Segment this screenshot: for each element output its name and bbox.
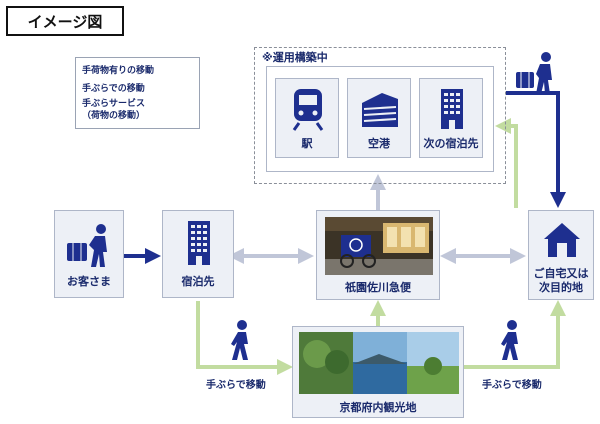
facility-station: 駅	[275, 78, 339, 158]
node-gion-sagawa: 祇園佐川急便	[316, 210, 440, 300]
airport-building-icon	[362, 93, 398, 127]
node-gion-sagawa-label: 祇園佐川急便	[345, 281, 411, 294]
traveler-with-luggage-icon	[516, 52, 552, 94]
facility-airport: 空港	[347, 78, 411, 158]
house-icon	[544, 223, 580, 257]
walking-person-icon	[231, 320, 248, 360]
node-home-label-line1: ご自宅又は	[533, 267, 589, 280]
facility-next-lodging-label: 次の宿泊先	[423, 137, 479, 150]
edge-label-walk-left: 手ぶらで移動	[206, 380, 266, 391]
facility-airport-label: 空港	[368, 137, 390, 150]
legend-item-service-note: （荷物の移動）	[82, 111, 146, 121]
legend-item-service: 手ぶらサービス	[82, 99, 146, 109]
delivery-cart-photo	[325, 217, 433, 275]
node-home-label-line2: 次目的地	[539, 281, 583, 294]
scenery-photo	[299, 332, 459, 394]
legend: 手荷物有りの移動 手ぶらでの移動 手ぶらサービス （荷物の移動）	[75, 57, 200, 129]
node-home: ご自宅又は 次目的地	[528, 210, 594, 300]
arrow-home-to-next-lodging	[495, 118, 518, 208]
arrow-sightseeing-to-home	[464, 300, 566, 369]
node-customer-label: お客さま	[67, 275, 111, 288]
legend-item-luggage: 手荷物有りの移動	[82, 66, 155, 76]
diagram-title: イメージ図	[6, 6, 124, 36]
under-construction-group	[254, 47, 506, 184]
train-icon	[292, 89, 324, 131]
arrow-luggage-to-home	[506, 91, 566, 208]
node-lodging: 宿泊先	[162, 210, 234, 298]
traveler-with-luggage-icon	[67, 224, 107, 267]
walking-person-icon	[501, 320, 518, 360]
under-construction-title: ※運用構築中	[262, 51, 328, 64]
node-sightseeing: 京都府内観光地	[292, 326, 464, 418]
facility-next-lodging: 次の宿泊先	[419, 78, 483, 158]
node-sightseeing-label: 京都府内観光地	[339, 401, 417, 414]
node-lodging-label: 宿泊先	[181, 275, 215, 288]
arrow-lodging-to-sightseeing	[196, 301, 293, 375]
edge-label-walk-right: 手ぶらで移動	[482, 380, 542, 391]
facility-station-label: 駅	[301, 137, 313, 150]
hotel-building-icon	[188, 221, 210, 265]
hotel-building-icon	[441, 89, 463, 129]
legend-item-handsfree: 手ぶらでの移動	[82, 84, 145, 94]
node-customer: お客さま	[54, 210, 124, 298]
